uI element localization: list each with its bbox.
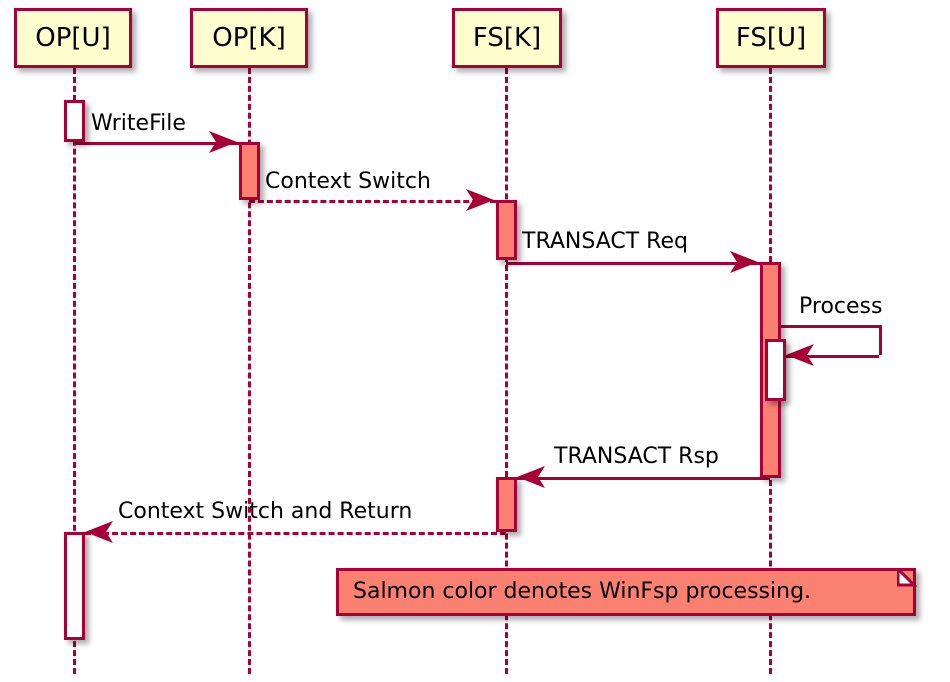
message-arrowhead bbox=[730, 248, 758, 276]
message-label-msg-process: Process bbox=[799, 294, 883, 319]
activation-bar-act-fs-u-2 bbox=[765, 339, 786, 401]
message-arrowhead bbox=[786, 341, 814, 369]
participant-box-op-k[interactable]: OP[K] bbox=[190, 8, 308, 68]
lifeline-op-k bbox=[248, 68, 251, 674]
activation-bar-act-op-u-2 bbox=[64, 532, 85, 640]
participant-label-op-k: OP[K] bbox=[212, 23, 286, 53]
message-line-msg-context-switch-return bbox=[85, 532, 506, 535]
lifeline-fs-k bbox=[505, 68, 508, 674]
message-line-msg-transact-req bbox=[506, 262, 760, 265]
activation-bar-act-fs-k-1 bbox=[496, 200, 517, 260]
participant-box-fs-u[interactable]: FS[U] bbox=[716, 8, 826, 68]
note-fold-corner-note-salmon-legend bbox=[896, 565, 918, 588]
participant-label-fs-u: FS[U] bbox=[735, 23, 807, 53]
message-arrowhead bbox=[466, 186, 494, 214]
message-label-msg-context-switch-return: Context Switch and Return bbox=[118, 499, 413, 524]
participant-label-op-u: OP[U] bbox=[35, 23, 111, 53]
message-label-msg-writefile: WriteFile bbox=[91, 111, 186, 136]
participant-box-fs-k[interactable]: FS[K] bbox=[452, 8, 562, 68]
lifeline-op-u bbox=[73, 68, 76, 674]
message-line-msg-writefile bbox=[74, 142, 239, 145]
activation-bar-act-op-k-1 bbox=[239, 142, 260, 200]
note-box-note-salmon-legend: Salmon color denotes WinFsp processing. bbox=[336, 568, 916, 616]
message-label-msg-transact-req: TRANSACT Req bbox=[522, 229, 688, 254]
activation-bar-act-fs-k-2 bbox=[496, 477, 517, 532]
self-message-line-top-msg-process bbox=[781, 325, 879, 328]
message-arrowhead bbox=[209, 128, 237, 156]
note-text-note-salmon-legend: Salmon color denotes WinFsp processing. bbox=[353, 579, 812, 604]
message-label-msg-transact-rsp: TRANSACT Rsp bbox=[554, 444, 719, 469]
participant-label-fs-k: FS[K] bbox=[472, 23, 542, 53]
message-arrowhead bbox=[517, 463, 545, 491]
participant-box-op-u[interactable]: OP[U] bbox=[14, 8, 132, 68]
message-label-msg-context-switch: Context Switch bbox=[265, 169, 431, 194]
message-line-msg-transact-rsp bbox=[517, 477, 770, 480]
self-message-line-right-msg-process bbox=[879, 325, 882, 355]
activation-bar-act-op-u-1 bbox=[64, 100, 85, 142]
message-line-msg-context-switch bbox=[249, 200, 496, 203]
self-message-line-bottom-msg-process bbox=[781, 355, 879, 358]
message-arrowhead bbox=[85, 518, 113, 546]
